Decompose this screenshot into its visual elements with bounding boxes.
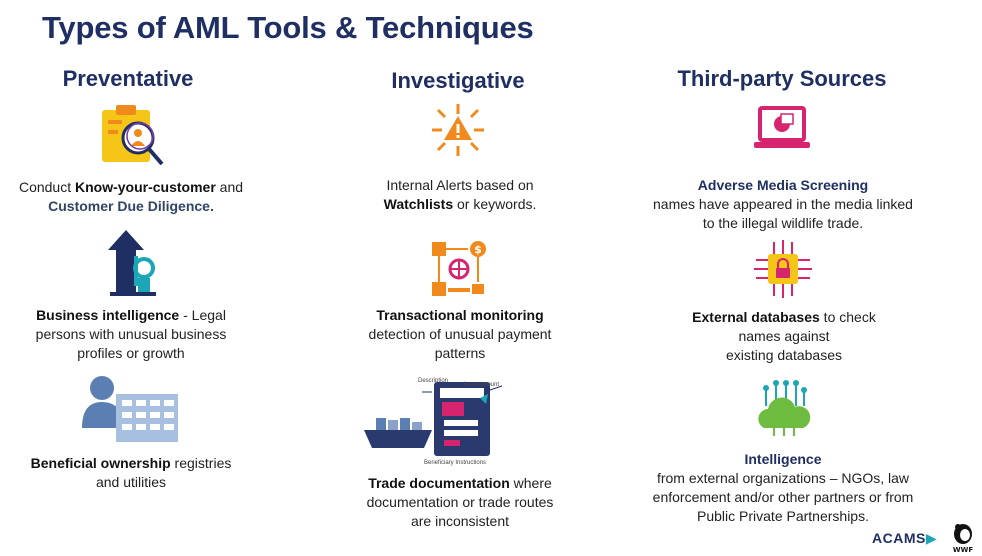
- external-databases-text: External databases to check names agains…: [692, 309, 876, 363]
- intelligence-text: Intelligence from external organizations…: [652, 451, 914, 524]
- doc-label-description: Description: [418, 378, 449, 384]
- svg-text:WWF: WWF: [953, 546, 973, 554]
- media-laptop-icon: [754, 106, 810, 148]
- transactional-monitoring-text: Transactional monitoring detection of un…: [368, 307, 552, 361]
- page-title: Types of AML Tools & Techniques: [42, 10, 534, 45]
- kyc-clipboard-icon: [102, 105, 164, 166]
- database-chip-icon: [754, 240, 812, 298]
- doc-label-beneficiary: Beneficiary Instructions: [424, 460, 487, 466]
- beneficial-ownership-icon: [82, 376, 178, 442]
- intelligence-cloud-icon: [758, 380, 811, 436]
- business-intelligence-text: Business intelligence - Legal persons wi…: [35, 307, 227, 361]
- heading-third-party: Third-party Sources: [677, 66, 887, 91]
- beneficial-ownership-text: Beneficial ownership registries and util…: [30, 455, 232, 490]
- alert-burst-icon: [432, 104, 484, 156]
- adverse-media-text: Adverse Media Screening names have appea…: [653, 177, 913, 231]
- kyc-text: Conduct Know-your-customer and Customer …: [18, 179, 244, 214]
- heading-investigative: Investigative: [391, 68, 525, 93]
- business-growth-icon: [108, 230, 156, 296]
- trade-documentation-icon: [364, 382, 503, 456]
- doc-label-loan-amount: Loan amount: [464, 382, 500, 388]
- trade-documentation-text: Trade documentation where documentation …: [366, 475, 554, 529]
- wwf-panda-logo: WWF: [953, 524, 973, 554]
- internal-alerts-text: Internal Alerts based on Watchlists or k…: [383, 177, 537, 212]
- transaction-monitoring-icon: $: [432, 241, 486, 296]
- acams-logo: ACAMS▶: [872, 530, 938, 546]
- heading-preventative: Preventative: [62, 66, 194, 91]
- svg-text:$: $: [474, 243, 482, 256]
